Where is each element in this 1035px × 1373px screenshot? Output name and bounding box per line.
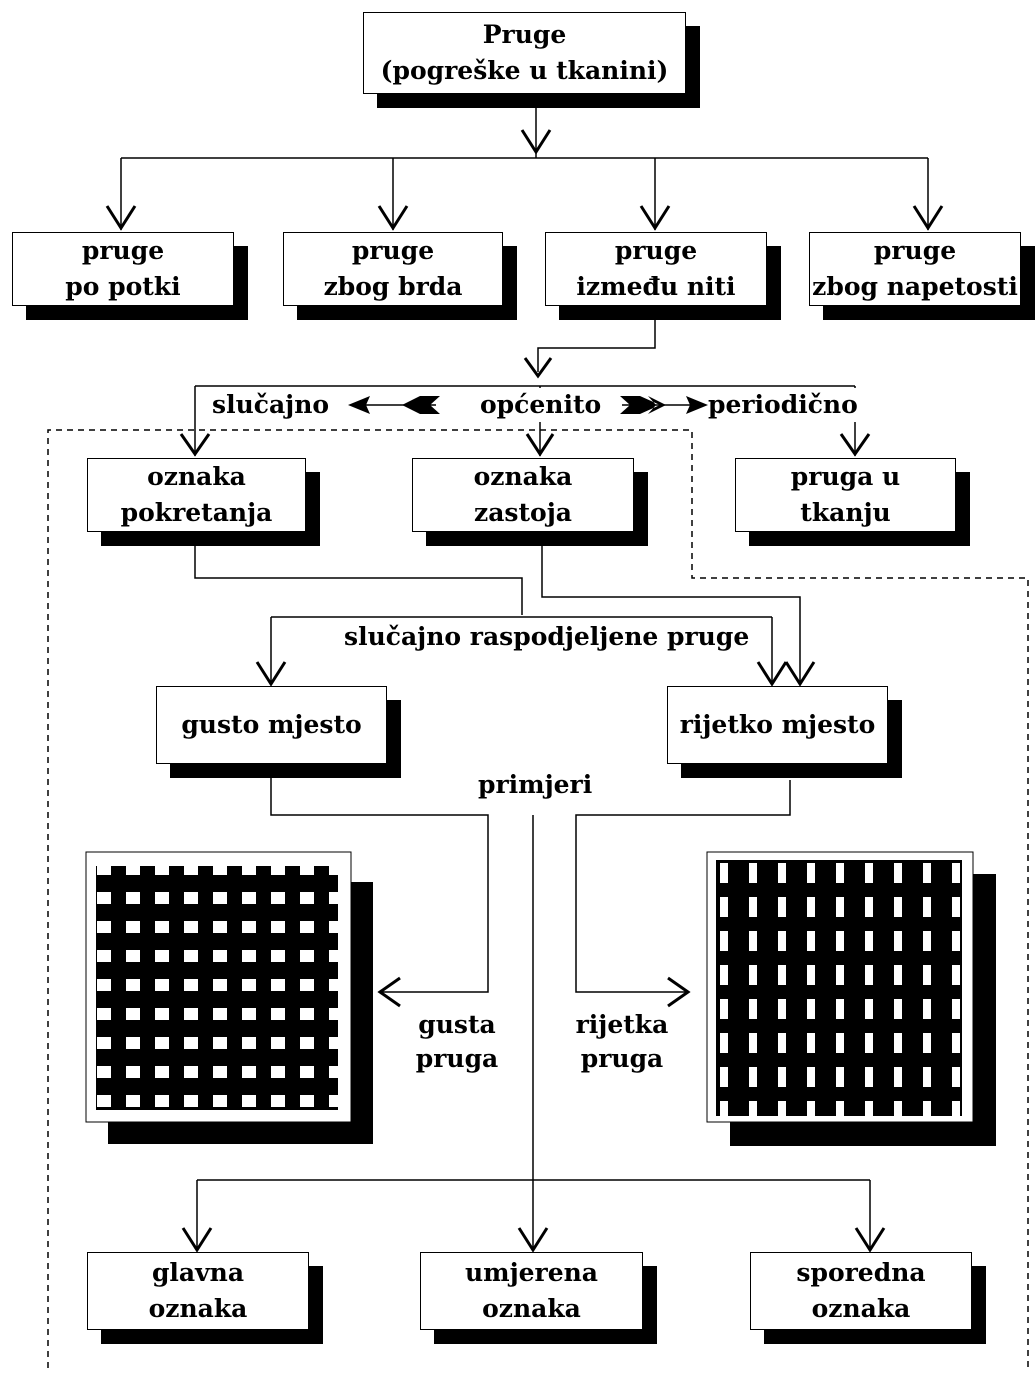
arrowhead-umjerena	[517, 1227, 549, 1253]
node-line2: oznaka	[811, 1294, 911, 1323]
arrowhead-sporedna	[854, 1227, 886, 1253]
label-random-stripes: slučajno raspodjeljene pruge	[344, 620, 750, 654]
root-node: Pruge (pogreške u tkanini)	[363, 12, 686, 94]
label-gusta-pruga: gusta pruga	[412, 1008, 502, 1076]
node-line1: oznaka	[473, 462, 573, 491]
node-gusto-mjesto: gusto mjesto	[156, 686, 387, 764]
node-pruga-u-tkanju: pruga u tkanju	[735, 458, 956, 532]
sparse-weave-fabric	[716, 860, 962, 1116]
root-subtitle: (pogreške u tkanini)	[380, 56, 669, 85]
label-periodicno: periodično	[708, 388, 858, 422]
label-line1: gusta	[418, 1010, 496, 1039]
node-oznaka-zastoja: oznaka zastoja	[412, 458, 634, 532]
connector-pokretanja-down	[194, 532, 523, 615]
node-line1: glavna	[151, 1258, 245, 1287]
arrowhead-gusta-pruga	[377, 976, 401, 1008]
label-line2: pruga	[580, 1044, 664, 1073]
arrowhead-rijetko-b	[784, 661, 816, 687]
label-line1: rijetka	[575, 1010, 669, 1039]
node-oznaka-pokretanja: oznaka pokretanja	[87, 458, 306, 532]
label-line2: pruga	[415, 1044, 499, 1073]
arrowhead-glavna	[181, 1227, 213, 1253]
node-line1: pruga u	[790, 462, 901, 491]
arrowhead-po-potki	[105, 205, 137, 231]
node-line2: zbog brda	[323, 272, 463, 301]
dashed-region-border	[47, 429, 1029, 1368]
node-line1: sporedna	[796, 1258, 926, 1287]
node-label: rijetko mjesto	[679, 710, 876, 739]
node-umjerena-oznaka: umjerena oznaka	[420, 1252, 643, 1330]
node-line2: oznaka	[148, 1294, 248, 1323]
arrowhead-root	[520, 129, 552, 155]
connector-zastoja-down	[541, 532, 801, 684]
node-label: gusto mjesto	[181, 710, 362, 739]
arrowhead-rijetka-pruga	[667, 976, 691, 1008]
node-line1: umjerena	[464, 1258, 599, 1287]
label-rijetka-pruga: rijetka pruga	[572, 1008, 672, 1076]
node-rijetko-mjesto: rijetko mjesto	[667, 686, 888, 764]
arrowhead-gusto	[255, 661, 287, 687]
label-slucajno: slučajno	[212, 388, 330, 422]
node-line1: pruge	[614, 236, 698, 265]
node-sporedna-oznaka: sporedna oznaka	[750, 1252, 972, 1330]
connector-gusto-down	[270, 770, 489, 993]
arrowhead-pokretanja	[179, 433, 211, 457]
arrowhead-pruga-u-tkanju	[839, 433, 871, 457]
node-glavna-oznaka: glavna oznaka	[87, 1252, 309, 1330]
arrowhead-slucajno	[348, 396, 370, 414]
double-chevron-left-icon	[402, 396, 440, 414]
node-line1: pruge	[351, 236, 435, 265]
node-line2: pokretanja	[120, 498, 273, 527]
node-line2: između niti	[576, 272, 736, 301]
arrowhead-periodicno	[686, 396, 708, 414]
label-opcenito: općenito	[480, 388, 602, 422]
node-line1: oznaka	[147, 462, 246, 491]
connector-rijetko-down	[575, 780, 791, 993]
node-line1: pruge	[81, 236, 165, 265]
node-line2: zbog napetosti	[812, 272, 1018, 301]
arrowhead-rijetko-a	[756, 661, 788, 687]
connector-izmedu-niti-down	[537, 306, 656, 372]
node-line2: oznaka	[482, 1294, 581, 1323]
arrowhead-opcenito	[523, 357, 553, 379]
node-pruge-zbog-brda: pruge zbog brda	[283, 232, 503, 306]
node-line2: po potki	[65, 272, 181, 301]
node-pruge-po-potki: pruge po potki	[12, 232, 234, 306]
arrowhead-zbog-brda	[377, 205, 409, 231]
node-pruge-zbog-napetosti: pruge zbog napetosti	[809, 232, 1021, 306]
dense-weave-fabric	[96, 866, 338, 1110]
node-line2: zastoja	[474, 498, 572, 527]
node-line2: tkanju	[800, 498, 891, 527]
arrowhead-zbog-napetosti	[912, 205, 944, 231]
double-chevron-right-icon	[620, 396, 666, 414]
root-title: Pruge	[482, 20, 567, 49]
label-primjeri: primjeri	[478, 768, 593, 802]
node-line1: pruge	[873, 236, 957, 265]
arrowhead-izmedu-niti	[639, 205, 671, 231]
arrowhead-zastoja	[525, 433, 555, 457]
node-pruge-izmedu-niti: pruge između niti	[545, 232, 767, 306]
